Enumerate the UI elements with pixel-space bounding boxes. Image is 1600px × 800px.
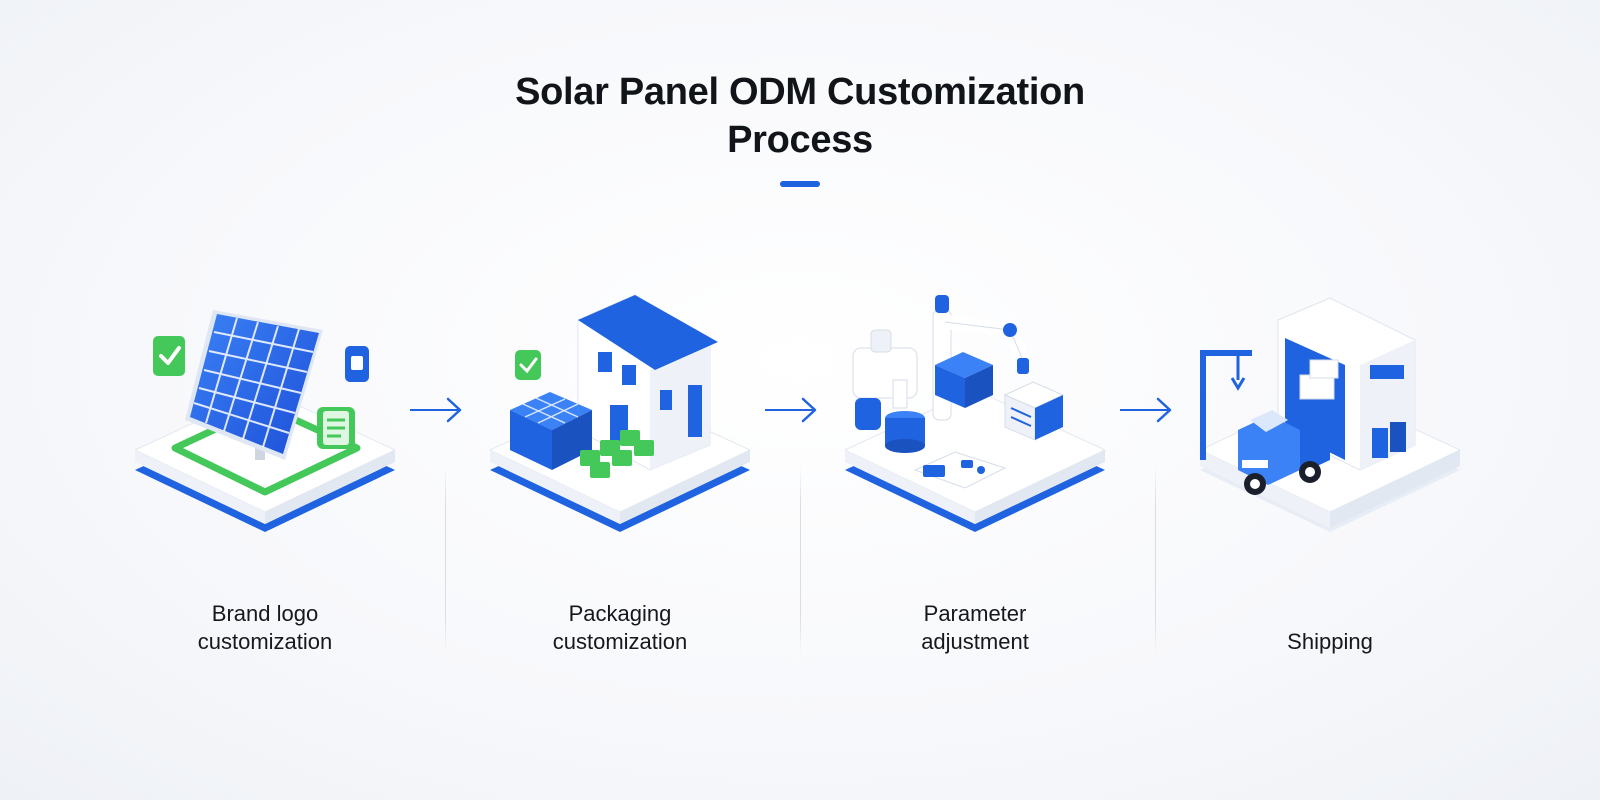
page-title: Solar Panel ODM Customization Process (0, 68, 1600, 164)
divider (800, 465, 801, 655)
arrow-right-icon (410, 397, 462, 423)
solar-panel-icon (133, 310, 397, 532)
step-label: Parameter adjustment (921, 601, 1029, 654)
step-label: Brand logo customization (197, 601, 333, 654)
shield-tag-icon (345, 346, 369, 382)
truck-warehouse-icon (1198, 297, 1462, 532)
arrow-right-icon (1120, 397, 1172, 423)
step-shipping: Shipping (1160, 270, 1500, 670)
title-line-2: Process (727, 119, 873, 161)
step-parameter: Parameter adjustment (805, 270, 1145, 670)
step-brand-logo: Brand logo customization (95, 270, 435, 670)
divider (1155, 465, 1156, 655)
robot-arm-icon (843, 295, 1107, 532)
document-icon (317, 407, 355, 449)
title-line-1: Solar Panel ODM Customization (515, 71, 1085, 113)
check-badge-icon (153, 336, 185, 376)
factory-icon (488, 294, 752, 532)
step-label: Shipping (1287, 629, 1373, 654)
step-packaging: Packaging customization (450, 270, 790, 670)
divider (445, 465, 446, 655)
arrow-right-icon (765, 397, 817, 423)
title-underline (780, 181, 820, 187)
step-label: Packaging customization (552, 601, 688, 654)
